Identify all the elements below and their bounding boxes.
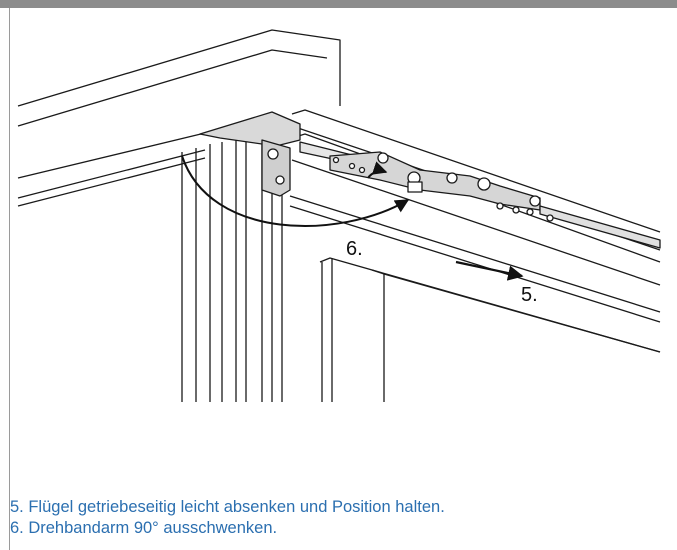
lower-arrow xyxy=(455,260,524,281)
window-hinge-illustration xyxy=(17,29,661,402)
swing-arrow xyxy=(181,155,410,227)
instruction-list: 5. Flügel getriebeseitig leicht absenken… xyxy=(10,497,670,539)
frame-top-profile xyxy=(17,29,341,207)
instruction-step-6: 6. Drehbandarm 90° ausschwenken. xyxy=(10,519,278,537)
sash-inner-frame xyxy=(319,257,661,402)
header-bar xyxy=(0,0,677,8)
fitting-arrow xyxy=(367,161,388,179)
margin-rule xyxy=(9,8,10,550)
frame-jamb xyxy=(181,138,283,402)
sash-top-profile xyxy=(289,109,661,323)
callout-step-5: 5. xyxy=(521,284,538,306)
callout-step-6: 6. xyxy=(346,238,363,260)
instruction-step-5: 5. Flügel getriebeseitig leicht absenken… xyxy=(10,498,445,516)
hinge-fitting xyxy=(199,111,661,249)
